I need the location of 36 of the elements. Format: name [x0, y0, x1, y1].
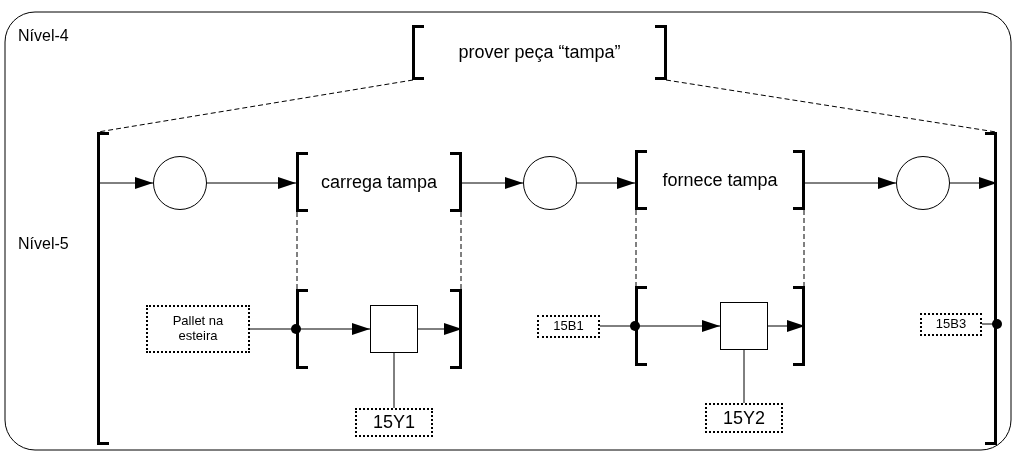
activity-bracket	[296, 152, 462, 212]
activity-bracket	[412, 25, 667, 80]
arrow	[461, 177, 524, 189]
arrow	[206, 177, 297, 189]
transition-square	[370, 305, 418, 353]
dot-connector	[599, 321, 640, 331]
place-circle	[896, 156, 950, 210]
connector-line	[393, 352, 395, 409]
signal-tag: Pallet na esteira	[146, 305, 250, 353]
level-label: Nível-4	[18, 27, 69, 45]
dashed-line	[665, 79, 997, 133]
transition-square	[720, 302, 768, 350]
activity-label: carrega tampa	[320, 171, 438, 193]
activity-bracket	[635, 150, 805, 210]
place-circle	[523, 156, 577, 210]
connector-line	[743, 349, 745, 404]
bracket-pair	[97, 132, 997, 445]
signal-tag: 15B1	[537, 315, 600, 338]
signal-tag: 15Y2	[705, 403, 783, 433]
dot-connector	[981, 319, 1002, 329]
activity-label: prover peça “tampa”	[458, 42, 621, 63]
bracket-pair	[635, 286, 805, 366]
bracket-pair	[296, 289, 462, 369]
arrow	[804, 177, 897, 189]
dot-connector	[249, 324, 301, 334]
signal-tag: 15Y1	[355, 408, 433, 437]
level-label: Nível-5	[18, 235, 69, 253]
dashed-line	[296, 211, 298, 290]
dashed-line	[97, 79, 414, 133]
arrow	[576, 177, 636, 189]
signal-tag: 15B3	[920, 313, 982, 336]
dashed-line	[460, 211, 462, 290]
place-circle	[153, 156, 207, 210]
dashed-line	[803, 209, 805, 287]
activity-label: fornece tampa	[662, 169, 778, 191]
dashed-line	[635, 209, 637, 287]
